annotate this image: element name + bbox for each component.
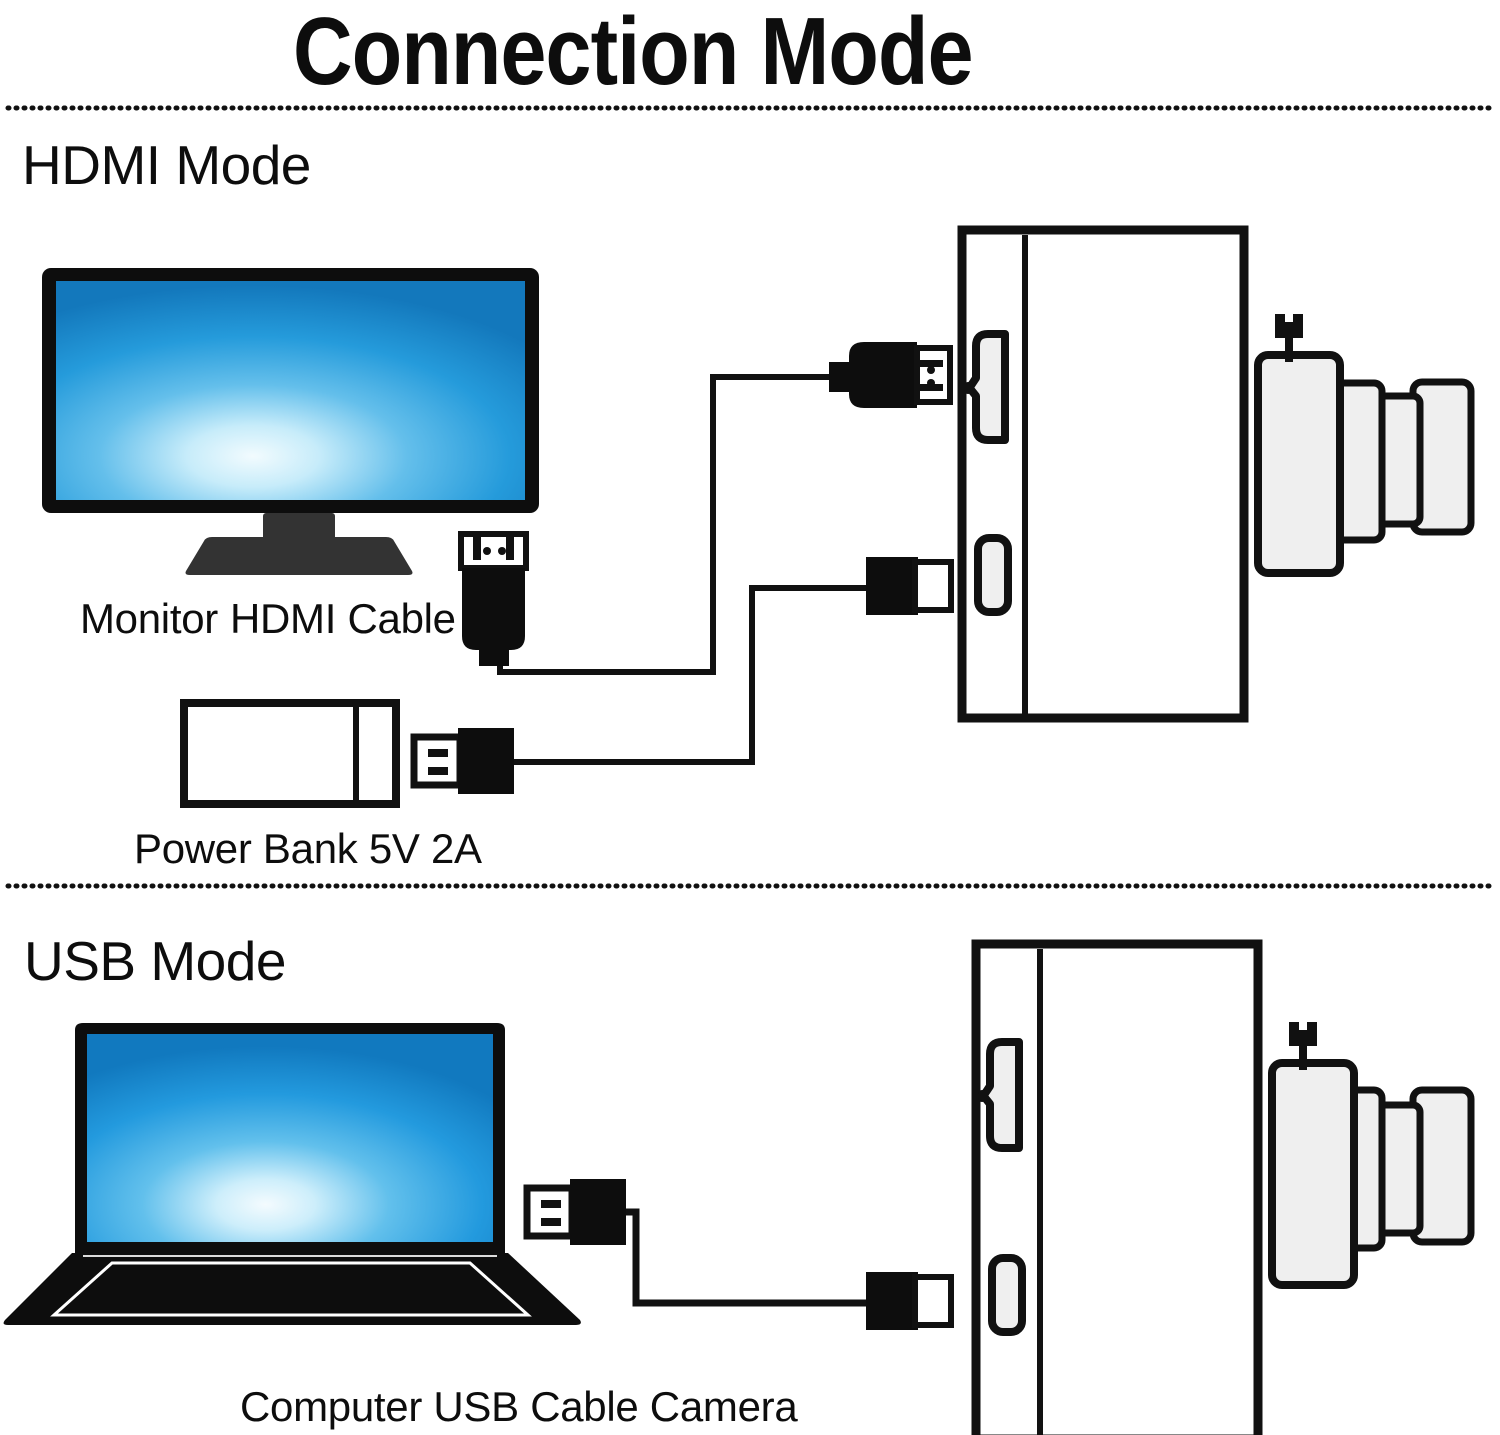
laptop-screen [87,1034,493,1242]
micro-usb-plug-head [912,559,954,613]
hdmi-connector-stub [479,648,509,666]
hdmi-cable-path [497,374,845,675]
label-computer-usb-cable-camera: Computer USB Cable Camera [240,1383,798,1430]
camera-screw-head-icon [1275,314,1303,338]
power-cable-path [512,585,880,765]
camera-hdmi-mode [957,225,1475,723]
usb-a-plug-body [570,1179,626,1245]
section-title-usb-mode: USB Mode [24,930,286,992]
camera-body [957,225,1249,723]
hdmi-plug-stub [829,362,851,392]
monitor [42,268,539,575]
laptop-keyboard-outline [50,1261,532,1317]
usb-a-plug-hdmi-mode [410,728,514,794]
micro-usb-plug-body [866,1272,918,1330]
camera-screw-stem [1285,338,1293,362]
monitor-stand-base [185,537,413,575]
camera-body [971,939,1263,1435]
power-bank [180,699,400,808]
hdmi-plug-body [849,342,917,408]
micro-usb-plug-head [912,1274,954,1328]
camera-usb-mode [971,939,1475,1435]
usb-a-plug-body [458,728,514,794]
hdmi-plug-horizontal [829,342,953,408]
hdmi-pin-dot [483,547,491,555]
camera-usb-port [988,1254,1026,1336]
hdmi-connector-vertical [458,531,529,666]
camera-lens-ring-1 [1268,1059,1358,1289]
hdmi-connector-head [458,531,529,571]
usb-cable-path [614,1208,880,1307]
hdmi-plug-pin-dot [927,379,935,387]
camera-usb-port [974,534,1012,616]
camera-screw-stem [1299,1046,1307,1070]
micro-usb-plug-hdmi-mode [866,557,954,615]
laptop [3,1023,581,1325]
micro-usb-plug-body [866,557,918,615]
monitor-screen [56,281,525,500]
camera-hdmi-port [964,330,1009,444]
camera-lens-ring-1 [1254,351,1344,577]
section-title-hdmi-mode: HDMI Mode [22,134,311,196]
usb-a-plug-usb-mode [523,1179,626,1245]
hdmi-plug-pin-dot [927,366,935,374]
label-hdmi-cable: HDMI Cable [230,595,456,642]
micro-usb-plug-usb-mode [866,1272,954,1330]
laptop-base [3,1253,581,1325]
page-title: Connection Mode [293,0,973,105]
hdmi-pin-dot [498,547,506,555]
hdmi-connector-body [462,568,525,650]
label-power-bank: Power Bank 5V 2A [134,825,482,872]
camera-screw-head-icon [1289,1022,1317,1046]
camera-hdmi-port [978,1038,1023,1152]
label-monitor: Monitor [80,595,218,642]
